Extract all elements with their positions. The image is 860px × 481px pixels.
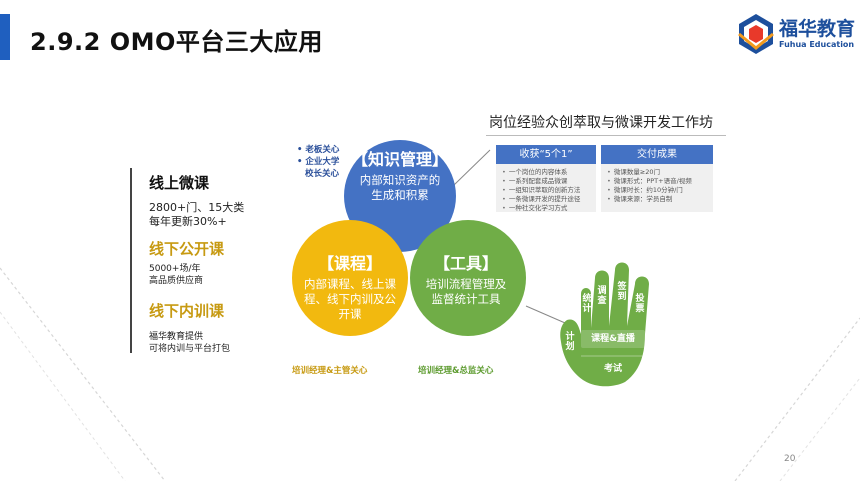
- note-principal: 校长关心: [305, 169, 340, 179]
- tool-circle-heading: 【工具】: [433, 254, 498, 273]
- finger-survey: 调查: [597, 286, 607, 306]
- gains-item: 一条微课开发的提升途径: [502, 195, 596, 204]
- course-circle-label: 【课程】 内部课程、线上课程、线下内训及公开课: [294, 250, 406, 322]
- tool-circle-body: 培训流程管理及监督统计工具: [425, 277, 507, 306]
- brand-logo: 福华教育 Fuhua Education: [735, 10, 856, 58]
- online-course-line-2: 每年更新30%+: [149, 215, 227, 228]
- knowledge-circle: [344, 140, 456, 252]
- knowledge-circle-heading: 【知识管理】: [351, 150, 448, 169]
- gains-item: 一组知识萃取的创新方法: [502, 186, 596, 195]
- open-course-line-1: 5000+场/年: [149, 264, 201, 274]
- open-course-title: 线下公开课: [149, 240, 225, 258]
- logo-text-en: Fuhua Education: [779, 40, 855, 49]
- logo-text-cn: 福华教育: [779, 18, 856, 40]
- tool-circle-label: 【工具】 培训流程管理及监督统计工具: [412, 250, 520, 307]
- internal-course-line-1: 福华教育提供: [149, 332, 204, 342]
- deliverables-list: 微课数量≥20门 微课形式：PPT+语音/视频 微课时长：约10分钟/门 微课来…: [601, 164, 713, 204]
- venn-diagram: [292, 140, 573, 336]
- course-circle: [292, 220, 408, 336]
- internal-course-line-2: 可将内训与平台打包: [149, 344, 231, 354]
- page-number: 20: [784, 454, 796, 464]
- finger-vote: 投票: [635, 294, 645, 314]
- note-training-manager-director: 培训经理&总监关心: [418, 366, 494, 376]
- online-course-line-1: 2800+门、15大类: [149, 201, 245, 214]
- internal-course-title: 线下内训课: [149, 302, 225, 320]
- workshop-title: 岗位经验众创萃取与微课开发工作坊: [489, 115, 713, 131]
- note-corporate-university-text: 企业大学: [305, 157, 340, 167]
- callout-line: [453, 149, 491, 186]
- tool-circle: [410, 220, 526, 336]
- course-circle-heading: 【课程】: [317, 254, 382, 273]
- online-course-title: 线上微课: [149, 174, 210, 192]
- gains-box: 收获“5个1” 一个岗位的内容体系 一系列配套成品微课 一组知识萃取的创新方法 …: [496, 145, 596, 212]
- palm-exam: 考试: [603, 364, 622, 374]
- palm-course-live: 课程&直播: [591, 334, 635, 344]
- note-training-manager-supervisor: 培训经理&主管关心: [292, 366, 368, 376]
- note-boss: • 老板关心: [297, 145, 340, 155]
- gains-item: 一种社交化学习方式: [502, 204, 596, 213]
- deliverables-box-title: 交付成果: [601, 145, 713, 164]
- gains-list: 一个岗位的内容体系 一系列配套成品微课 一组知识萃取的创新方法 一条微课开发的提…: [496, 164, 596, 213]
- deliverables-item: 微课形式：PPT+语音/视频: [607, 177, 713, 186]
- title-accent-bar: [0, 14, 10, 60]
- finger-statistics: 统计: [582, 294, 592, 314]
- knowledge-circle-body: 内部知识资产的生成和积累: [359, 173, 441, 202]
- note-boss-text: 老板关心: [305, 145, 340, 155]
- deliverables-box: 交付成果 微课数量≥20门 微课形式：PPT+语音/视频 微课时长：约10分钟/…: [601, 145, 713, 212]
- logo-mark-icon: [738, 14, 774, 54]
- deliverables-item: 微课来源：学员自制: [607, 195, 713, 204]
- page-title: 2.9.2 OMO平台三大应用: [30, 28, 323, 56]
- course-circle-body: 内部课程、线上课程、线下内训及公开课: [304, 277, 396, 321]
- gains-item: 一系列配套成品微课: [502, 177, 596, 186]
- workshop-divider: [486, 135, 726, 136]
- gains-box-title: 收获“5个1”: [496, 145, 596, 164]
- hand-icon: [560, 262, 649, 387]
- knowledge-circle-label: 【知识管理】 内部知识资产的生成和积累: [338, 146, 462, 203]
- thumb-plan: 计划: [565, 332, 575, 352]
- gains-item: 一个岗位的内容体系: [502, 168, 596, 177]
- finger-checkin: 签到: [617, 282, 627, 302]
- deliverables-item: 微课时长：约10分钟/门: [607, 186, 713, 195]
- deliverables-item: 微课数量≥20门: [607, 168, 713, 177]
- note-corporate-university: • 企业大学: [297, 157, 340, 167]
- open-course-line-2: 高品质供应商: [149, 276, 204, 286]
- hand-graphic: 统计 调查 签到 投票 计划 课程&直播 考试: [555, 258, 665, 390]
- offering-list-panel: 线上微课 2800+门、15大类 每年更新30%+ 线下公开课 5000+场/年…: [130, 168, 280, 354]
